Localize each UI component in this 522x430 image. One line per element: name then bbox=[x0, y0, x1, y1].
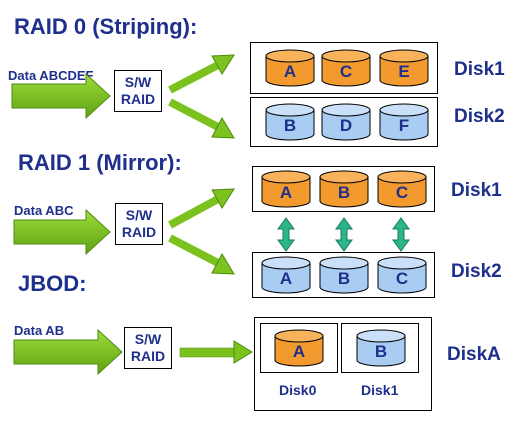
jbod-input-arrow bbox=[13, 328, 123, 376]
raid0-input-arrow bbox=[11, 72, 111, 120]
disk-block: C bbox=[321, 49, 371, 87]
raid0-disk1-container: A C E bbox=[250, 42, 438, 94]
sw-line1: S/W bbox=[124, 74, 152, 90]
disk-block: C bbox=[377, 256, 427, 294]
block-letter: B bbox=[283, 116, 297, 135]
sw-line2: RAID bbox=[121, 224, 157, 240]
raid0-disk2-label: Disk2 bbox=[454, 106, 505, 127]
jbod-disk0-label: Disk0 bbox=[279, 382, 317, 398]
raid0-disk2-container: B D F bbox=[250, 97, 438, 147]
block-letter: C bbox=[395, 269, 409, 288]
raid1-down-arrow bbox=[168, 234, 235, 275]
raid0-down-arrow bbox=[168, 98, 235, 139]
raid1-input-arrow bbox=[13, 208, 111, 256]
raid1-input-label: Data ABC bbox=[14, 203, 74, 218]
mirror-arrow-c bbox=[392, 217, 410, 252]
jbod-sw-raid-box: S/W RAID bbox=[124, 327, 172, 369]
disk-block: D bbox=[321, 103, 371, 141]
mirror-arrow-a bbox=[277, 217, 295, 252]
sw-line1: S/W bbox=[125, 207, 153, 223]
raid0-up-arrow bbox=[168, 54, 235, 94]
sw-line1: S/W bbox=[134, 331, 162, 347]
block-letter: A bbox=[292, 342, 306, 361]
block-letter: D bbox=[339, 116, 353, 135]
raid1-disk1-container: A B C bbox=[252, 166, 435, 212]
disk-block: B bbox=[319, 170, 369, 208]
disk-block: A bbox=[274, 329, 324, 367]
raid1-disk2-label: Disk2 bbox=[451, 261, 502, 282]
jbod-disk1-label: Disk1 bbox=[361, 382, 399, 398]
disk-block: B bbox=[319, 256, 369, 294]
block-letter: C bbox=[339, 62, 353, 81]
disk-block: A bbox=[265, 49, 315, 87]
block-letter: B bbox=[337, 183, 351, 202]
disk-block: B bbox=[265, 103, 315, 141]
jbod-combined-container: A B Disk0 Disk1 bbox=[254, 317, 432, 411]
mirror-arrow-b bbox=[335, 217, 353, 252]
disk-block: E bbox=[379, 49, 429, 87]
disk-block: A bbox=[261, 170, 311, 208]
block-letter: F bbox=[398, 116, 410, 135]
raid0-disk1-label: Disk1 bbox=[454, 59, 505, 80]
raid0-input-label: Data ABCDEF bbox=[8, 68, 94, 83]
raid1-sw-raid-box: S/W RAID bbox=[115, 203, 163, 245]
jbod-input-label: Data AB bbox=[14, 323, 65, 338]
raid1-disk1-label: Disk1 bbox=[451, 180, 502, 201]
jbod-output-arrow bbox=[179, 340, 253, 364]
raid1-disk2-container: A B C bbox=[252, 252, 435, 298]
jbod-disk0-container: A bbox=[260, 323, 338, 373]
block-letter: A bbox=[279, 183, 293, 202]
block-letter: A bbox=[279, 269, 293, 288]
sw-line2: RAID bbox=[120, 91, 156, 107]
disk-block: B bbox=[356, 329, 406, 367]
block-letter: B bbox=[337, 269, 351, 288]
disk-block: A bbox=[261, 256, 311, 294]
jbod-combined-label: DiskA bbox=[447, 344, 501, 365]
raid1-title: RAID 1 (Mirror): bbox=[18, 150, 182, 175]
block-letter: A bbox=[283, 62, 297, 81]
raid0-sw-raid-box: S/W RAID bbox=[114, 70, 162, 112]
disk-block: F bbox=[379, 103, 429, 141]
block-letter: E bbox=[398, 62, 410, 81]
sw-line2: RAID bbox=[130, 348, 166, 364]
block-letter: C bbox=[395, 183, 409, 202]
block-letter: B bbox=[374, 342, 388, 361]
jbod-title: JBOD: bbox=[18, 271, 87, 296]
raid1-up-arrow bbox=[168, 188, 235, 229]
disk-block: C bbox=[377, 170, 427, 208]
raid0-title: RAID 0 (Striping): bbox=[14, 14, 198, 39]
jbod-disk1-container: B bbox=[341, 323, 419, 373]
